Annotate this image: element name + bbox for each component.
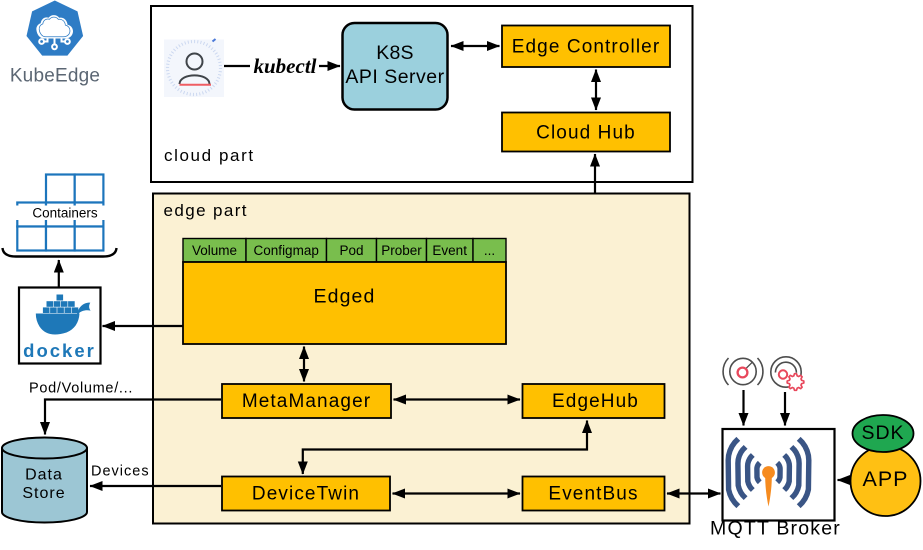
- svg-text:Volume: Volume: [192, 243, 237, 258]
- svg-text:KubeEdge: KubeEdge: [10, 66, 100, 87]
- svg-text:...: ...: [484, 243, 495, 258]
- svg-text:Prober: Prober: [381, 243, 422, 258]
- svg-text:edge part: edge part: [164, 201, 248, 220]
- svg-text:K8S: K8S: [376, 42, 413, 64]
- svg-text:SDK: SDK: [861, 422, 904, 444]
- svg-text:Devices: Devices: [91, 464, 150, 480]
- svg-text:cloud part: cloud part: [164, 146, 255, 165]
- svg-text:API Server: API Server: [345, 66, 444, 88]
- svg-text:Store: Store: [22, 485, 65, 502]
- svg-text:Pod/Volume/...: Pod/Volume/...: [29, 381, 133, 397]
- svg-text:docker: docker: [23, 340, 96, 361]
- svg-text:DeviceTwin: DeviceTwin: [252, 484, 360, 505]
- svg-text:Edge Controller: Edge Controller: [512, 37, 661, 58]
- svg-text:APP: APP: [862, 467, 908, 491]
- svg-text:Data: Data: [25, 467, 63, 484]
- svg-text:MetaManager: MetaManager: [242, 391, 371, 412]
- svg-text:Configmap: Configmap: [254, 243, 319, 258]
- svg-text:EventBus: EventBus: [548, 484, 638, 505]
- svg-text:Pod: Pod: [339, 243, 363, 258]
- svg-text:Edged: Edged: [314, 286, 376, 308]
- svg-text:Event: Event: [432, 243, 467, 258]
- svg-text:Cloud Hub: Cloud Hub: [536, 123, 636, 144]
- svg-text:Containers: Containers: [32, 206, 98, 221]
- svg-text:EdgeHub: EdgeHub: [552, 391, 639, 412]
- svg-text:kubectl: kubectl: [254, 54, 317, 78]
- svg-text:MQTT Broker: MQTT Broker: [710, 518, 841, 540]
